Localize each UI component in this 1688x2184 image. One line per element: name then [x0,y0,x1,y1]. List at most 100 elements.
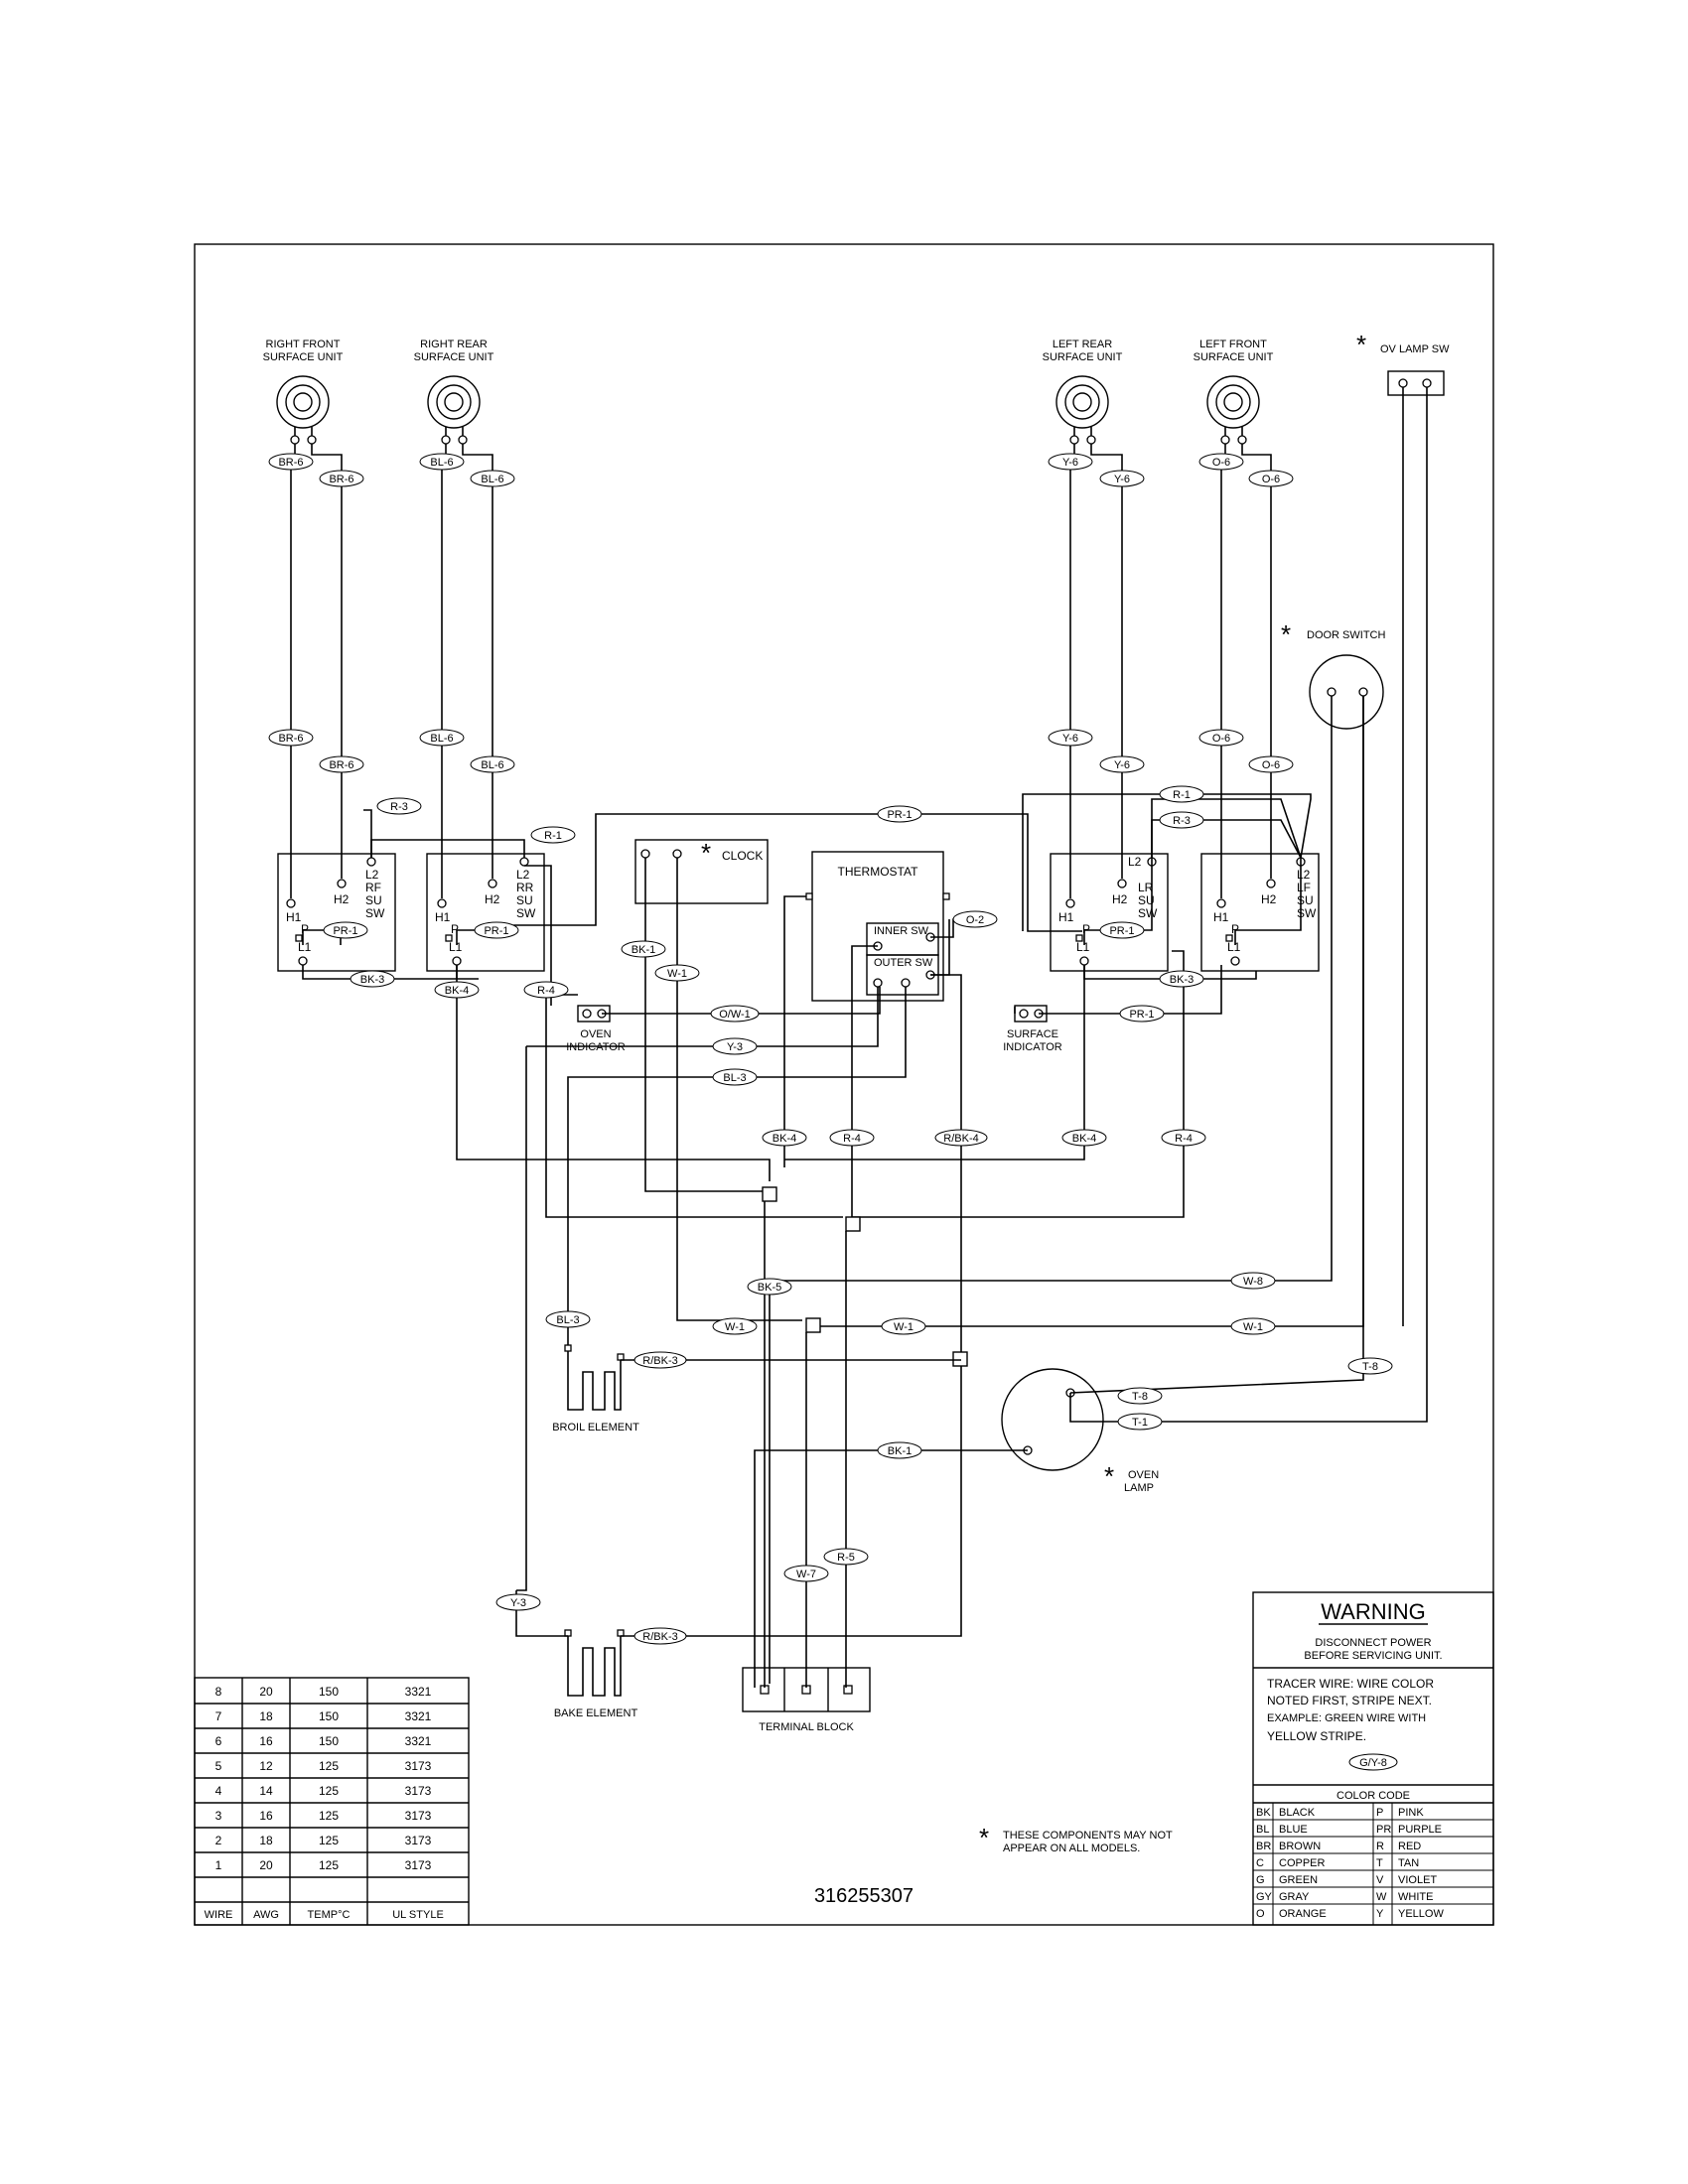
tag-t8b: T-8 [1117,1387,1163,1405]
warning-title: WARNING [1321,1599,1426,1624]
color-code-name: GRAY [1279,1891,1310,1903]
tag-pr1a: PR-1 [323,921,368,939]
tracer-line-2: NOTED FIRST, STRIPE NEXT. [1267,1694,1432,1707]
door-switch-asterisk: * [1281,619,1291,649]
tag-y3a: Y-3 [712,1037,758,1055]
color-code-name: TAN [1398,1857,1419,1869]
warning-line-2: BEFORE SERVICING UNIT. [1304,1650,1442,1662]
svg-text:BK-4: BK-4 [445,985,469,997]
tag-bk4c: BK-4 [1061,1129,1107,1147]
svg-text:BK-4: BK-4 [1072,1133,1096,1145]
tag-r1b: R-1 [1159,785,1204,803]
surface-indicator-label-1: SURFACE [1007,1028,1058,1040]
outer-sw-label: OUTER SW [874,957,933,969]
inner-sw-label: INNER SW [874,925,929,937]
wire-table-cell: 2 [215,1834,222,1847]
color-code-abbr: C [1256,1857,1264,1869]
rf-su-switch: H1 H2 L2 RF SU SW P L1 [277,853,396,972]
tag-br6a: BR-6 [268,453,314,471]
svg-text:Y-3: Y-3 [727,1041,743,1053]
wire-table-cell: 3173 [405,1784,432,1798]
tag-rbk4: R/BK-4 [934,1129,988,1147]
svg-text:BR-6: BR-6 [278,733,303,745]
note-asterisk: * [979,1823,989,1852]
wire-table-cell: 3321 [405,1685,432,1699]
wire-table-cell: 12 [259,1759,273,1773]
bake-element: BAKE ELEMENT [554,1629,638,1719]
color-code-abbr: BK [1256,1807,1271,1819]
tag-r3b: R-3 [1159,811,1204,829]
tag-bl3a: BL-3 [712,1068,758,1086]
rf-h2: H2 [334,892,350,906]
rf-h1: H1 [286,910,302,924]
terminal-block-label: TERMINAL BLOCK [759,1721,854,1733]
wire-table-header: UL STYLE [392,1909,444,1921]
wire-table-cell: 4 [215,1784,222,1798]
svg-text:G/Y-8: G/Y-8 [1359,1757,1387,1769]
lf-h1: H1 [1213,910,1229,924]
oven-indicator-label-2: INDICATOR [566,1041,626,1053]
tag-y6a: Y-6 [1048,453,1093,471]
svg-text:R-3: R-3 [1173,815,1191,827]
tag-rbk3b: R/BK-3 [633,1627,687,1645]
tag-rbk3a: R/BK-3 [633,1351,687,1369]
color-code-name: BLUE [1279,1824,1308,1836]
color-code-abbr: PR [1376,1824,1391,1836]
svg-text:R-5: R-5 [837,1552,855,1564]
wire-table-cell: 3173 [405,1759,432,1773]
door-switch: * DOOR SWITCH [1281,619,1385,730]
rf-name-1: RF [365,881,381,894]
clock-asterisk: * [701,838,711,868]
color-code-abbr: BR [1256,1841,1271,1852]
rr-h2: H2 [485,892,500,906]
color-code-name: COPPER [1279,1857,1326,1869]
lr-name-1: LR [1138,881,1154,894]
clock-label: CLOCK [722,849,763,863]
lf-l2: L2 [1297,868,1311,882]
color-code-name: GREEN [1279,1874,1318,1886]
svg-text:BL-3: BL-3 [556,1314,579,1326]
wire-table-header: TEMP°C [308,1909,351,1921]
wire-table-cell: 3173 [405,1834,432,1847]
svg-text:PR-1: PR-1 [333,925,357,937]
tag-w1d: W-1 [1230,1317,1276,1335]
wire-table-cell: 125 [319,1858,339,1872]
wire-table-cell: 125 [319,1759,339,1773]
svg-text:Y-6: Y-6 [1062,457,1078,469]
svg-text:T-1: T-1 [1132,1417,1148,1429]
tag-t8a: T-8 [1347,1357,1393,1375]
tag-bk1b: BK-1 [877,1441,922,1459]
svg-text:R/BK-3: R/BK-3 [642,1355,677,1367]
tag-bl6b: BL-6 [470,470,515,487]
svg-text:T-8: T-8 [1132,1391,1148,1403]
svg-text:R/BK-3: R/BK-3 [642,1631,677,1643]
lr-h2: H2 [1112,892,1128,906]
bake-element-label: BAKE ELEMENT [554,1707,638,1719]
color-code-abbr: V [1376,1874,1384,1886]
right-front-surface-unit: RIGHT FRONT SURFACE UNIT [263,339,344,445]
tag-y6c: Y-6 [1048,729,1093,747]
tag-bk1: BK-1 [621,940,666,958]
lf-name-1: LF [1297,881,1311,894]
tag-bk4b: BK-4 [762,1129,807,1147]
svg-text:O/W-1: O/W-1 [719,1009,751,1021]
wire-table-cell: 3 [215,1809,222,1823]
thermostat-label: THERMOSTAT [838,865,919,879]
svg-text:W-1: W-1 [725,1321,745,1333]
lf-h2: H2 [1261,892,1277,906]
svg-text:R-4: R-4 [1175,1133,1193,1145]
svg-text:W-7: W-7 [796,1569,816,1580]
tag-bl6a: BL-6 [419,453,465,471]
svg-text:BK-4: BK-4 [773,1133,796,1145]
surface-indicator-label-2: INDICATOR [1003,1041,1062,1053]
color-code-name: PURPLE [1398,1824,1442,1836]
wire-table-cell: 3321 [405,1734,432,1748]
tag-ow1: O/W-1 [710,1005,760,1023]
tracer-line-1: TRACER WIRE: WIRE COLOR [1267,1677,1434,1691]
lf-unit-label-1: LEFT FRONT [1199,339,1267,350]
rr-name-2: SU [516,893,533,907]
svg-text:R-1: R-1 [1173,789,1191,801]
terminal-block: TERMINAL BLOCK [742,1667,871,1733]
